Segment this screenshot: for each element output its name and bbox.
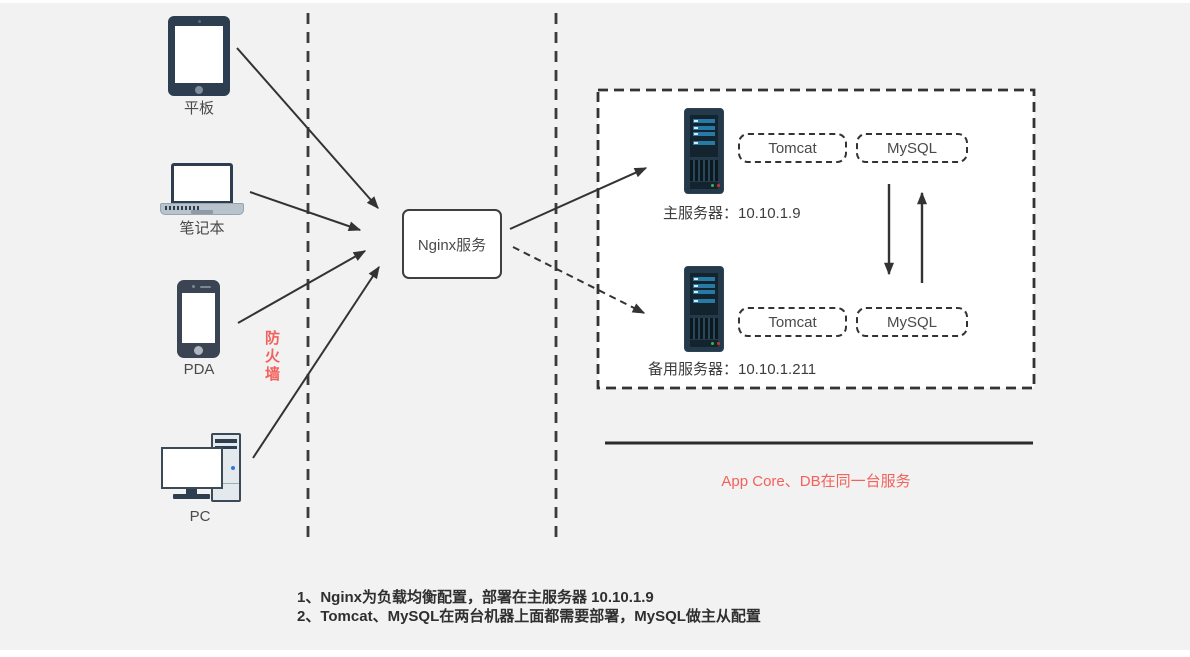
laptop-touchpad — [191, 210, 213, 214]
footnote-1: 1、Nginx为负载均衡配置，部署在主服务器 10.10.1.9 — [297, 589, 654, 606]
pda-speaker — [200, 286, 211, 288]
cluster-note: App Core、DB在同一台服务 — [721, 473, 911, 490]
pc-tower-stripe — [215, 439, 237, 443]
pc-power-led — [231, 466, 235, 470]
server-drive-bar — [693, 290, 715, 294]
server-vent — [690, 318, 718, 339]
server-drive-bar — [693, 132, 715, 136]
pda-screen — [182, 293, 215, 343]
server-drive-bar — [693, 141, 715, 145]
arrow-nginx-to-backup — [512, 246, 646, 314]
pc-monitor-icon — [161, 447, 223, 489]
arrow-pc-to-nginx — [252, 265, 380, 459]
pda-label: PDA — [183, 361, 215, 378]
server-led-red — [717, 342, 720, 345]
arrow-tablet-to-nginx — [236, 47, 379, 209]
server-drive-bar — [693, 283, 715, 288]
pda-camera-dot — [192, 285, 195, 288]
nginx-label: Nginx服务 — [417, 236, 487, 254]
pda-icon — [177, 280, 220, 358]
server-drive-bar — [693, 125, 715, 130]
server-vent — [690, 160, 718, 181]
footnote-2: 2、Tomcat、MySQL在两台机器上面都需要部署，MySQL做主从配置 — [297, 608, 761, 625]
nginx-node: Nginx服务 — [402, 209, 502, 279]
primary-tomcat-box: Tomcat — [738, 133, 847, 163]
laptop-label: 笔记本 — [179, 220, 225, 237]
laptop-keyboard — [165, 206, 199, 210]
server-led-green — [711, 184, 714, 187]
pc-tower-icon — [211, 433, 241, 502]
laptop-base — [160, 203, 244, 215]
tablet-home-button — [195, 86, 203, 94]
tablet-label: 平板 — [183, 100, 214, 117]
backup-tomcat-box: Tomcat — [738, 307, 847, 337]
backup-server-icon — [684, 266, 724, 352]
firewall-label: 防火墙 — [263, 330, 280, 384]
server-led-green — [711, 342, 714, 345]
arrow-laptop-to-nginx — [249, 191, 362, 232]
backup-mysql-label: MySQL — [886, 313, 937, 331]
laptop-icon — [171, 163, 233, 204]
primary-server-label: 主服务器：10.10.1.9 — [663, 205, 801, 222]
primary-mysql-box: MySQL — [856, 133, 968, 163]
tablet-camera-dot — [198, 20, 201, 23]
server-drive-panel — [690, 115, 718, 157]
pc-monitor-base — [173, 494, 210, 499]
footnotes: 1、Nginx为负载均衡配置，部署在主服务器 10.10.1.9 2、Tomca… — [297, 588, 761, 626]
pc-monitor-stand — [186, 489, 197, 494]
server-drive-bar — [693, 119, 715, 123]
backup-server-label: 备用服务器：10.10.1.211 — [648, 361, 817, 378]
primary-mysql-label: MySQL — [886, 139, 937, 157]
tablet-screen — [175, 26, 223, 83]
backup-mysql-box: MySQL — [856, 307, 968, 337]
arrow-nginx-to-primary — [509, 167, 648, 230]
arrow-pda-to-nginx — [237, 250, 367, 324]
server-drive-bar — [693, 299, 715, 303]
server-drive-bar — [693, 277, 715, 281]
backup-tomcat-label: Tomcat — [768, 313, 817, 331]
pc-label: PC — [189, 508, 211, 525]
pc-tower-divider — [213, 483, 239, 484]
pda-home-button — [194, 346, 203, 355]
server-drive-panel — [690, 273, 718, 315]
server-led-red — [717, 184, 720, 187]
primary-server-icon — [684, 108, 724, 194]
server-base — [690, 182, 718, 189]
tablet-icon — [168, 16, 230, 96]
pc-tower-stripe — [215, 446, 237, 449]
primary-tomcat-label: Tomcat — [768, 139, 817, 157]
server-base — [690, 340, 718, 347]
